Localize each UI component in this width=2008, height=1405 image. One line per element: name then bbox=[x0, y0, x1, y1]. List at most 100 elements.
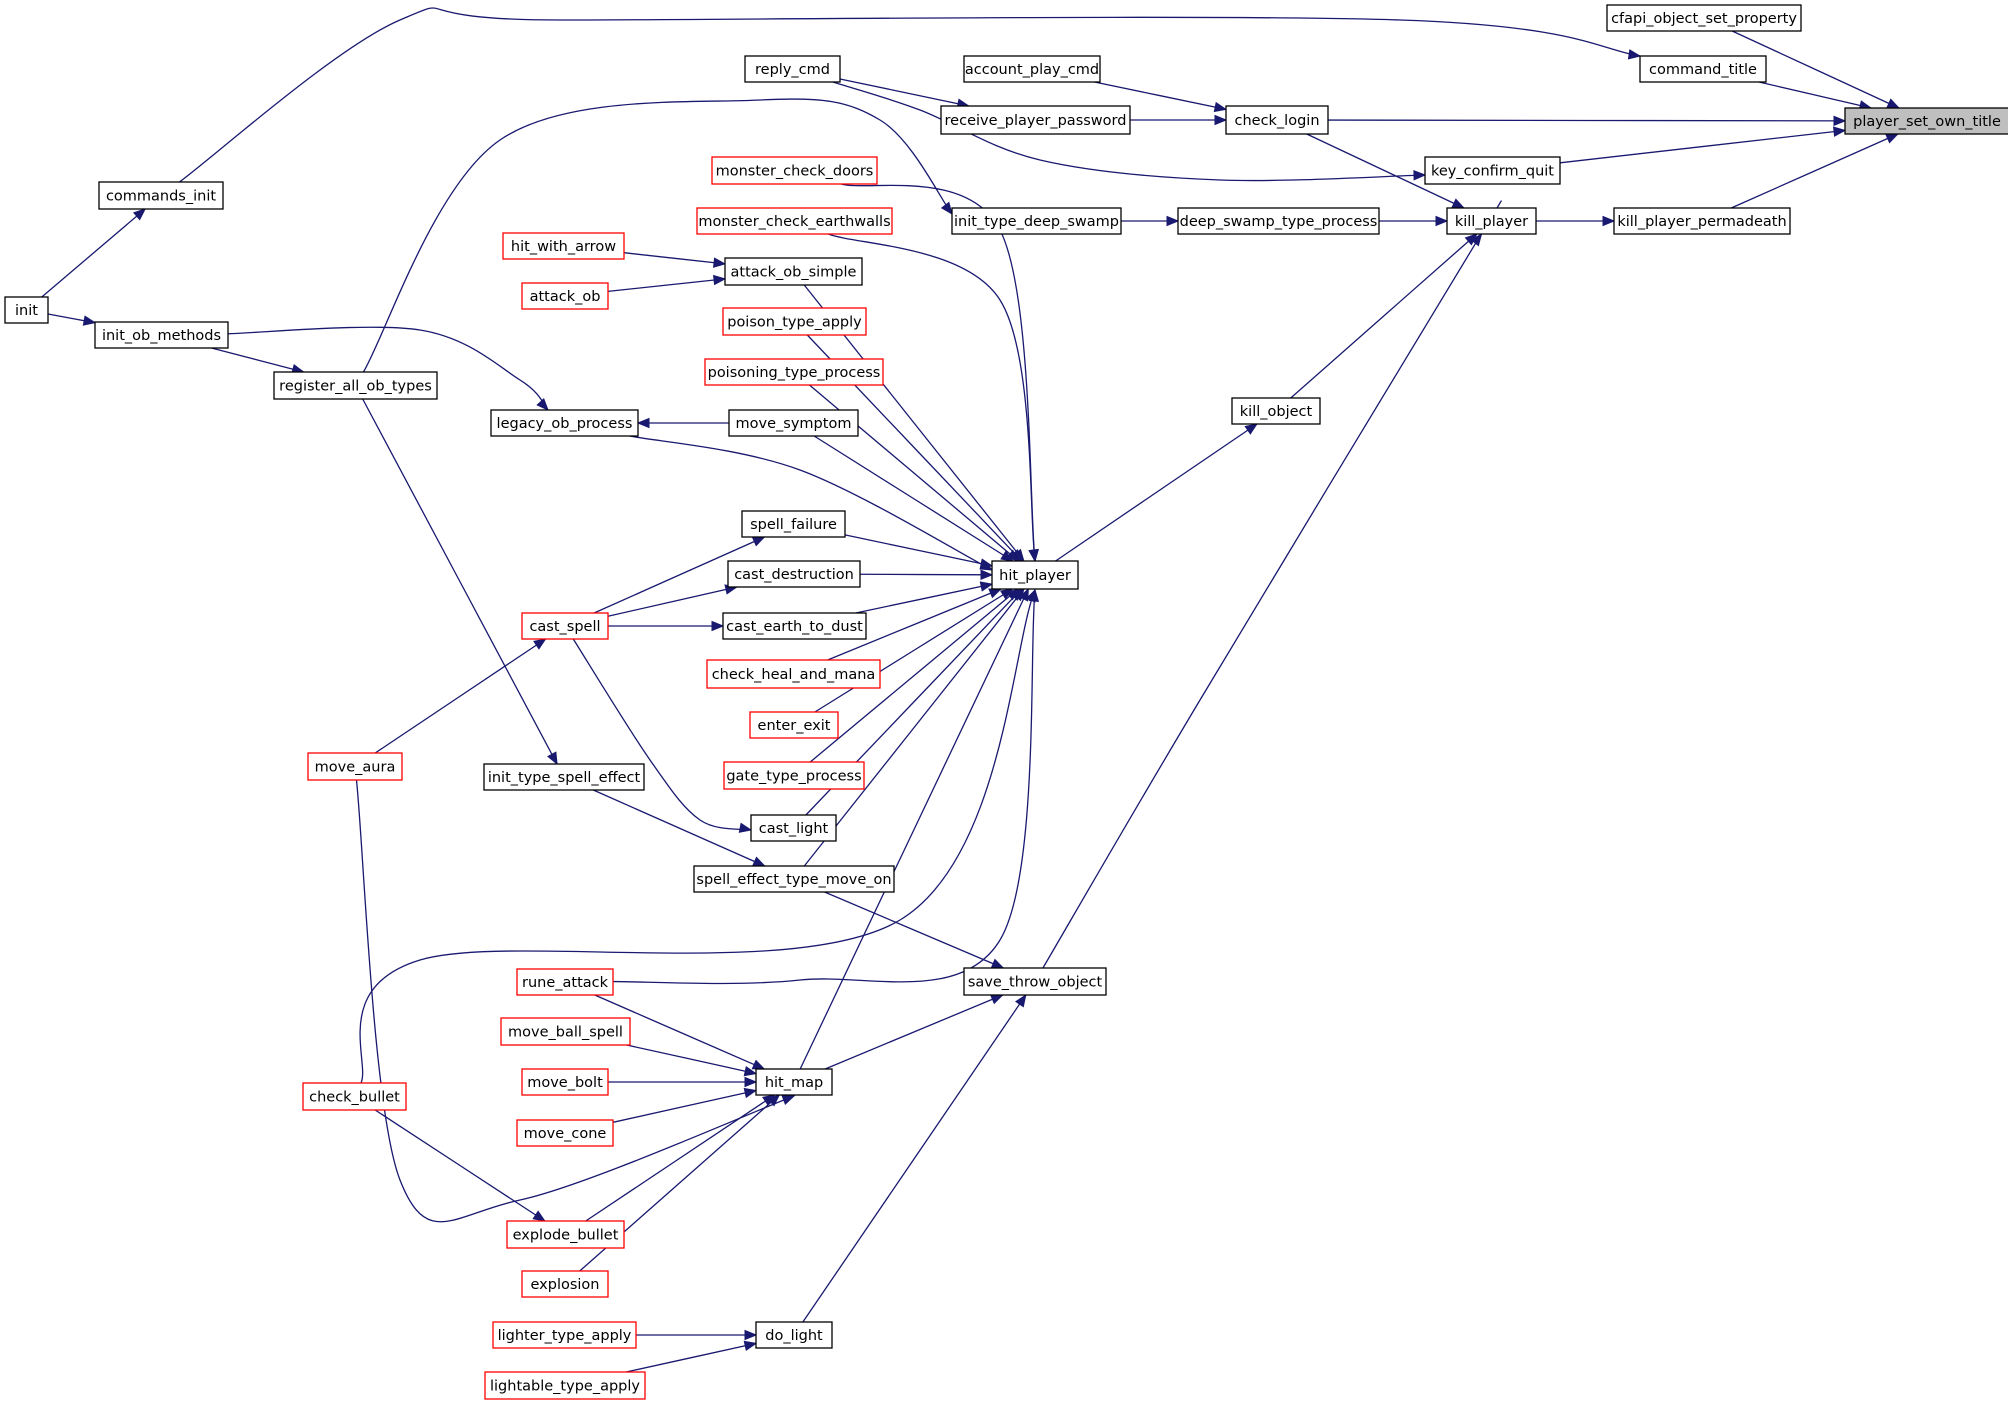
arrowhead bbox=[1832, 126, 1847, 137]
node-label: attack_ob_simple bbox=[731, 265, 857, 281]
node-attack-ob[interactable]: attack_ob bbox=[521, 282, 609, 310]
node-init[interactable]: init bbox=[4, 296, 49, 324]
node-hit-player[interactable]: hit_player bbox=[991, 560, 1079, 590]
node-rune-attack[interactable]: rune_attack bbox=[516, 968, 614, 996]
edge-register_all_ob_types-to-init_type_spell_effect bbox=[362, 398, 558, 766]
node-init-type-spell-effect[interactable]: init_type_spell_effect bbox=[483, 763, 645, 791]
edge-spell_failure-to-hit_player bbox=[844, 534, 994, 569]
node-label: monster_check_doors bbox=[716, 164, 874, 180]
arrowhead bbox=[1000, 550, 1014, 562]
node-label: kill_object bbox=[1240, 404, 1313, 420]
node-label: command_title bbox=[1649, 62, 1757, 78]
node-monster-check-earthwalls[interactable]: monster_check_earthwalls bbox=[696, 207, 893, 235]
node-cfapi-object-set-property[interactable]: cfapi_object_set_property bbox=[1606, 4, 1802, 32]
edge-reply_cmd-to-key_confirm_quit bbox=[832, 81, 1427, 182]
arrowhead bbox=[636, 417, 650, 429]
edge-hit_map-to-save_throw_object bbox=[824, 994, 1004, 1070]
edge-move_cone-to-hit_map bbox=[612, 1087, 758, 1123]
edge-attack_ob-to-attack_ob_simple bbox=[607, 274, 727, 293]
node-check-heal-and-mana[interactable]: check_heal_and_mana bbox=[706, 659, 881, 689]
node-command-title[interactable]: command_title bbox=[1639, 55, 1767, 83]
node-spell-failure[interactable]: spell_failure bbox=[741, 510, 846, 538]
node-lighter-type-apply[interactable]: lighter_type_apply bbox=[492, 1321, 637, 1349]
edge-cast_spell-to-cast_light bbox=[572, 638, 753, 833]
edge-move_aura-to-cast_spell bbox=[374, 638, 547, 754]
edge-key_confirm_quit-to-player_set_own_title bbox=[1559, 126, 1847, 164]
node-lightable-type-apply[interactable]: lightable_type_apply bbox=[484, 1371, 646, 1400]
node-player-set-own-title[interactable]: player_set_own_title bbox=[1844, 107, 2008, 135]
node-label: cast_destruction bbox=[734, 567, 854, 583]
node-init-type-deep-swamp[interactable]: init_type_deep_swamp bbox=[951, 207, 1122, 235]
node-monster-check-doors[interactable]: monster_check_doors bbox=[711, 156, 878, 185]
arrowhead bbox=[1244, 423, 1258, 435]
arrowhead bbox=[547, 751, 558, 766]
node-kill-player[interactable]: kill_player bbox=[1446, 207, 1537, 235]
node-label: reply_cmd bbox=[755, 62, 830, 78]
arrowhead bbox=[751, 536, 766, 547]
node-kill-player-permadeath[interactable]: kill_player_permadeath bbox=[1613, 207, 1791, 235]
node-label: register_all_ob_types bbox=[279, 379, 432, 395]
arrowhead bbox=[1602, 215, 1616, 227]
edge-poisoning_type_process-to-hit_player bbox=[809, 384, 1020, 562]
node-save-throw-object[interactable]: save_throw_object bbox=[963, 967, 1107, 996]
node-hit-with-arrow[interactable]: hit_with_arrow bbox=[502, 232, 625, 260]
edge-cast_spell-to-cast_destruction bbox=[607, 584, 739, 617]
node-poison-type-apply[interactable]: poison_type_apply bbox=[722, 307, 867, 336]
node-label: spell_effect_type_move_on bbox=[696, 872, 891, 888]
node-label: init_type_spell_effect bbox=[488, 770, 641, 786]
node-receive-player-password[interactable]: receive_player_password bbox=[940, 105, 1131, 135]
arrowhead bbox=[1435, 215, 1449, 227]
node-check-login[interactable]: check_login bbox=[1225, 105, 1329, 135]
edge-lightable_type_apply-to-do_light bbox=[626, 1340, 758, 1373]
node-move-symptom[interactable]: move_symptom bbox=[728, 409, 859, 437]
node-cast-earth-to-dust[interactable]: cast_earth_to_dust bbox=[722, 612, 867, 640]
node-account-play-cmd[interactable]: account_play_cmd bbox=[963, 55, 1101, 83]
node-init-ob-methods[interactable]: init_ob_methods bbox=[94, 321, 229, 349]
node-key-confirm-quit[interactable]: key_confirm_quit bbox=[1424, 156, 1561, 185]
node-legacy-ob-process[interactable]: legacy_ob_process bbox=[490, 409, 639, 437]
node-cast-light[interactable]: cast_light bbox=[750, 814, 837, 842]
arrowhead bbox=[979, 581, 994, 592]
node-kill-object[interactable]: kill_object bbox=[1231, 397, 1321, 425]
node-check-bullet[interactable]: check_bullet bbox=[302, 1082, 407, 1111]
node-move-aura[interactable]: move_aura bbox=[307, 752, 403, 781]
node-label: cast_earth_to_dust bbox=[726, 619, 863, 635]
arrowhead bbox=[738, 822, 753, 833]
node-explode-bullet[interactable]: explode_bullet bbox=[506, 1220, 625, 1249]
node-label: commands_init bbox=[106, 189, 216, 205]
node-move-cone[interactable]: move_cone bbox=[516, 1119, 614, 1147]
node-label: kill_player bbox=[1455, 214, 1528, 230]
node-commands-init[interactable]: commands_init bbox=[98, 181, 224, 210]
node-hit-map[interactable]: hit_map bbox=[755, 1068, 833, 1096]
edge-cast_spell-to-cast_earth_to_dust bbox=[608, 620, 725, 632]
node-move-bolt[interactable]: move_bolt bbox=[521, 1068, 609, 1096]
edge-init_ob_methods-to-legacy_ob_process bbox=[227, 326, 549, 411]
node-poisoning-type-process[interactable]: poisoning_type_process bbox=[704, 358, 884, 386]
edge-legacy_ob_process-to-hit_player bbox=[629, 435, 994, 571]
edge-init_type_spell_effect-to-spell_effect_type_move_on bbox=[593, 789, 766, 867]
node-spell-effect-type-move-on[interactable]: spell_effect_type_move_on bbox=[693, 865, 895, 893]
edge-explosion-to-hit_map bbox=[579, 1094, 781, 1272]
node-cast-destruction[interactable]: cast_destruction bbox=[727, 560, 861, 588]
node-reply-cmd[interactable]: reply_cmd bbox=[744, 55, 841, 83]
arrowhead bbox=[1470, 232, 1483, 247]
node-label: move_ball_spell bbox=[508, 1025, 623, 1041]
node-attack-ob-simple[interactable]: attack_ob_simple bbox=[724, 257, 863, 286]
node-enter-exit[interactable]: enter_exit bbox=[749, 711, 839, 739]
node-gate-type-process[interactable]: gate_type_process bbox=[723, 761, 865, 790]
edge-init-to-commands_init bbox=[41, 208, 147, 298]
node-do-light[interactable]: do_light bbox=[755, 1321, 833, 1349]
node-label: player_set_own_title bbox=[1853, 114, 2001, 130]
node-cast-spell[interactable]: cast_spell bbox=[521, 612, 609, 640]
node-register-all-ob-types[interactable]: register_all_ob_types bbox=[273, 371, 438, 400]
arrowhead bbox=[82, 315, 97, 326]
edge-cast_earth_to_dust-to-hit_player bbox=[855, 581, 994, 614]
node-move-ball-spell[interactable]: move_ball_spell bbox=[500, 1017, 631, 1046]
node-deep-swamp-type-process[interactable]: deep_swamp_type_process bbox=[1177, 207, 1380, 235]
node-label: hit_map bbox=[765, 1075, 823, 1091]
node-explosion[interactable]: explosion bbox=[521, 1270, 609, 1298]
node-label: attack_ob bbox=[530, 289, 601, 305]
arrowhead bbox=[1025, 588, 1036, 603]
nodes-layer: player_set_own_title cfapi_object_set_pro… bbox=[4, 4, 2008, 1400]
